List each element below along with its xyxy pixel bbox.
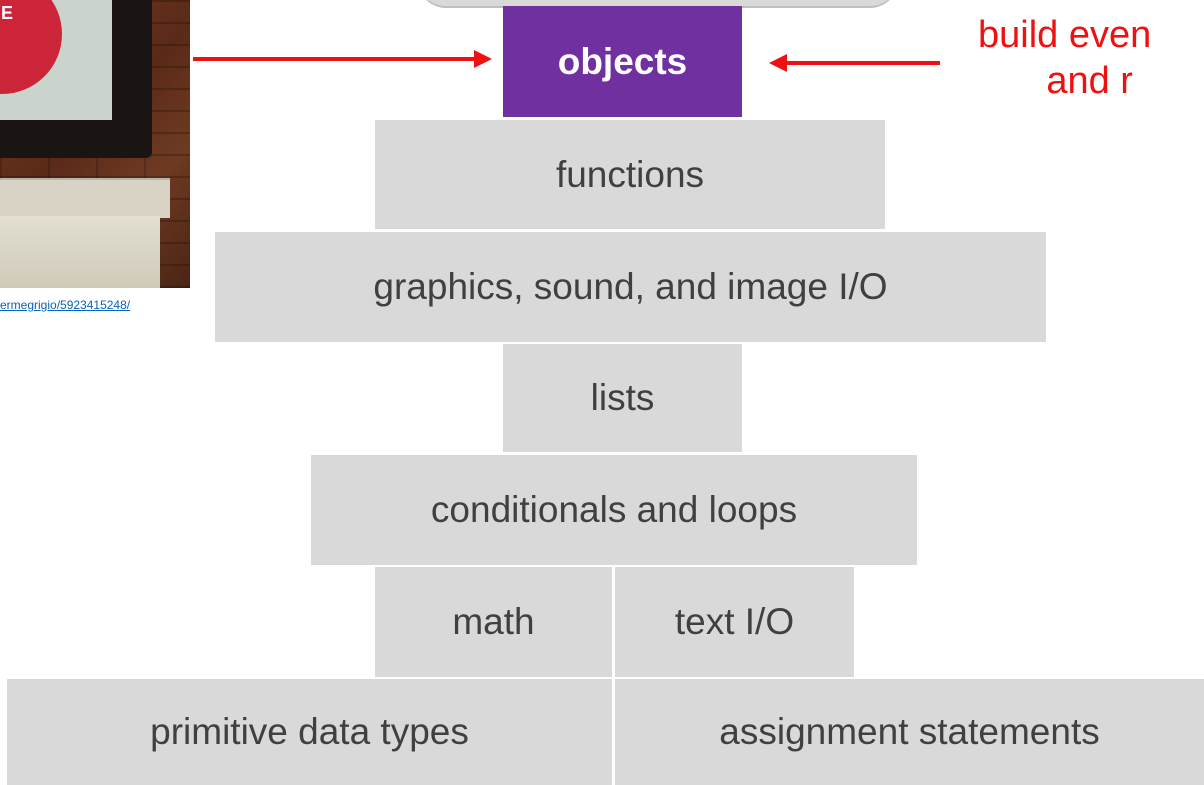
caption-line-1: build even (978, 14, 1152, 56)
window-sill (0, 178, 170, 218)
caption-text: build even and r (978, 12, 1151, 104)
photo-credit-link[interactable]: ermegrigio/5923415248/ (0, 298, 131, 312)
sign-circle: ARE E (0, 0, 62, 94)
stone-ledge (0, 216, 160, 288)
primitive-data-types-block: primitive data types (7, 679, 612, 785)
text-io-block: text I/O (615, 567, 854, 677)
math-block: math (375, 567, 612, 677)
caption-line-2: and r (1046, 60, 1133, 102)
graphics-block: graphics, sound, and image I/O (215, 232, 1046, 342)
conditionals-block: conditionals and loops (311, 455, 917, 565)
lists-block: lists (503, 344, 742, 452)
photo-thumbnail: ARE E (0, 0, 190, 288)
window-frame: ARE E (0, 0, 152, 158)
functions-block: functions (375, 120, 885, 229)
assignment-statements-block: assignment statements (615, 679, 1204, 785)
window-glass: ARE E (0, 0, 112, 120)
sign-text: ARE E (0, 3, 14, 23)
arrow-right-pointing-left (769, 54, 940, 72)
objects-block: objects (503, 6, 742, 117)
arrow-left-pointing-right (193, 50, 492, 68)
